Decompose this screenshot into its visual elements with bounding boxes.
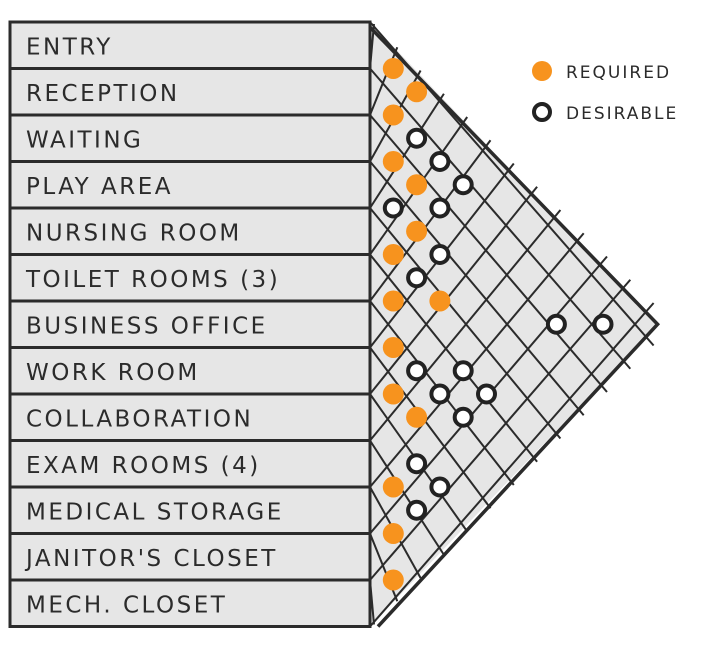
desirable-adjacency-ring	[406, 499, 428, 521]
desirable-legend-marker	[532, 102, 552, 122]
room-label: PLAY AREA	[26, 174, 173, 200]
required-adjacency-dot	[382, 58, 404, 79]
desirable-adjacency-ring	[406, 127, 428, 149]
room-label-column: ENTRY RECEPTION WAITING PLAY AREA NURSING RO…	[8, 20, 372, 628]
required-adjacency-dot	[406, 220, 428, 242]
desirable-adjacency-ring	[452, 360, 474, 382]
desirable-adjacency-ring	[406, 360, 428, 382]
grid-line-descending	[369, 346, 492, 509]
room-label: WAITING	[26, 127, 143, 153]
room-label-box	[8, 578, 372, 628]
matrix-outline	[363, 20, 661, 628]
required-legend-marker	[532, 61, 552, 81]
room-label: BUSINESS OFFICE	[26, 313, 268, 339]
grid-line-ascending	[369, 139, 492, 302]
required-adjacency-dot	[382, 244, 404, 265]
required-adjacency-dot	[382, 337, 404, 358]
grid-line-ascending	[369, 302, 655, 628]
grid-line-descending	[369, 67, 632, 370]
room-label-box	[8, 346, 372, 396]
room-label: ENTRY	[26, 34, 113, 60]
matrix-grid-background	[370, 22, 658, 627]
required-adjacency-dot	[382, 476, 404, 498]
required-adjacency-dot	[382, 290, 404, 312]
grid-line-descending	[369, 439, 445, 556]
grid-line-descending	[369, 207, 562, 440]
room-label: TOILET ROOMS (3)	[25, 267, 280, 293]
room-label: RECEPTION	[26, 81, 180, 107]
desirable-adjacency-ring	[476, 383, 497, 405]
room-label-box	[8, 532, 372, 582]
adjacency-markers	[382, 58, 614, 591]
desirable-adjacency-ring	[406, 267, 428, 289]
room-label: JANITOR'S CLOSET	[24, 546, 278, 572]
grid-line-ascending	[369, 279, 632, 581]
room-label-box	[8, 392, 372, 442]
desirable-adjacency-ring	[382, 197, 404, 219]
desirable-adjacency-ring	[545, 313, 567, 335]
room-label: EXAM ROOMS (4)	[26, 453, 261, 479]
adjacency-grid	[363, 20, 661, 628]
desirable-adjacency-ring	[406, 453, 428, 475]
room-label: MEDICAL STORAGE	[26, 499, 284, 525]
required-legend-label: REQUIRED	[566, 63, 671, 83]
required-adjacency-dot	[429, 290, 451, 312]
grid-line-ascending	[369, 186, 538, 395]
grid-line-descending	[369, 253, 538, 463]
required-adjacency-dot	[406, 81, 428, 103]
legend: REQUIRED DESIRABLE	[532, 61, 678, 124]
desirable-adjacency-ring	[592, 313, 614, 335]
required-adjacency-dot	[382, 569, 404, 591]
desirable-adjacency-ring	[429, 151, 451, 172]
room-label-box	[8, 20, 372, 70]
desirable-adjacency-ring	[429, 383, 451, 405]
desirable-adjacency-ring	[429, 197, 451, 219]
required-adjacency-dot	[382, 383, 404, 405]
room-label-box	[8, 485, 372, 535]
room-label: NURSING ROOM	[26, 220, 242, 246]
grid-line-ascending	[369, 209, 562, 442]
grid-line-ascending	[369, 232, 585, 488]
room-label: COLLABORATION	[26, 406, 253, 432]
desirable-adjacency-ring	[452, 406, 474, 428]
required-adjacency-dot	[382, 523, 404, 544]
desirable-adjacency-ring	[452, 174, 474, 196]
required-adjacency-dot	[382, 151, 404, 172]
required-adjacency-dot	[382, 104, 404, 126]
room-label: WORK ROOM	[26, 360, 200, 386]
desirable-adjacency-ring	[429, 244, 451, 265]
grid-line-descending	[369, 114, 608, 393]
required-adjacency-dot	[406, 406, 428, 428]
desirable-adjacency-ring	[429, 476, 451, 498]
room-label: MECH. CLOSET	[26, 592, 227, 618]
grid-line-ascending	[369, 93, 445, 209]
desirable-legend-label: DESIRABLE	[566, 104, 678, 124]
required-adjacency-dot	[406, 174, 428, 196]
